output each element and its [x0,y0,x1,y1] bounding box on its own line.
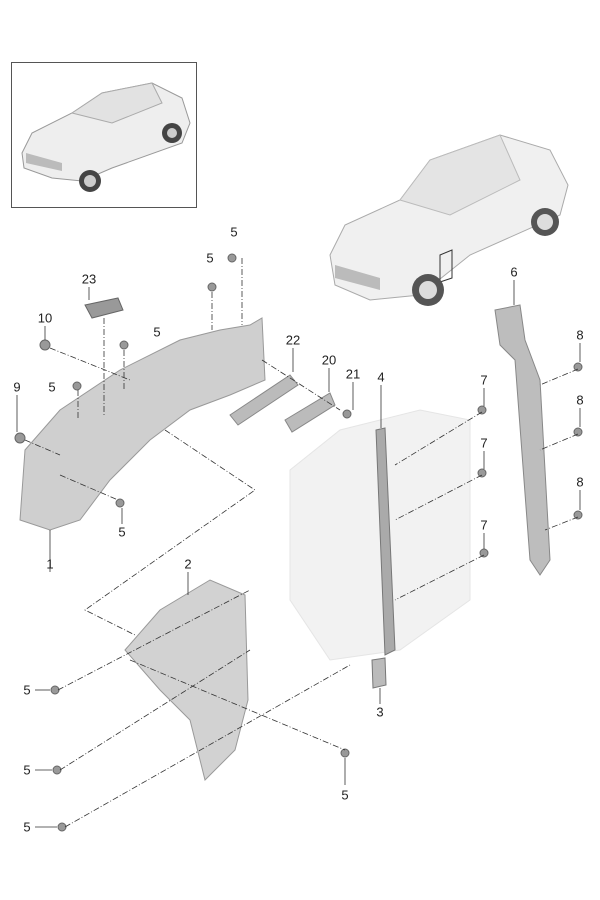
part-20-trim [284,392,336,433]
part-4-bracket [375,427,396,656]
part-22-trim [229,374,299,426]
callout-3: 3 [376,704,384,720]
callout-2: 2 [184,556,192,572]
callout-6: 6 [510,264,518,280]
part-3-bracket [371,657,387,689]
callout-1: 1 [46,556,54,572]
label-ticks [16,280,581,828]
part-6-seal-strip [494,304,551,576]
fasteners [14,253,583,832]
part-2-front-fender [124,579,249,781]
callout-5: 5 [48,379,56,395]
callout-5: 5 [23,762,31,778]
callout-22: 22 [285,332,301,348]
callout-5: 5 [23,682,31,698]
leader-lines [24,258,579,828]
part-1-wheelhouse-liner [19,317,266,531]
callout-5: 5 [23,819,31,835]
vehicle-overview-icon [21,82,191,192]
callout-21: 21 [345,366,361,382]
callout-7: 7 [480,517,488,533]
callout-20: 20 [321,352,337,368]
callout-5: 5 [118,524,126,540]
callout-4: 4 [377,369,385,385]
overview-inset-vehicle [11,62,197,208]
callout-8: 8 [576,392,584,408]
callout-5: 5 [153,324,161,340]
callout-5: 5 [206,250,214,266]
callout-9: 9 [13,379,21,395]
callout-10: 10 [37,310,53,326]
part-23-clip [84,297,124,319]
callout-7: 7 [480,435,488,451]
callout-23: 23 [81,271,97,287]
callout-5: 5 [230,224,238,240]
vehicle-location-illustration [329,134,569,306]
callout-7: 7 [480,372,488,388]
callout-8: 8 [576,474,584,490]
callout-5: 5 [341,787,349,803]
callout-8: 8 [576,327,584,343]
